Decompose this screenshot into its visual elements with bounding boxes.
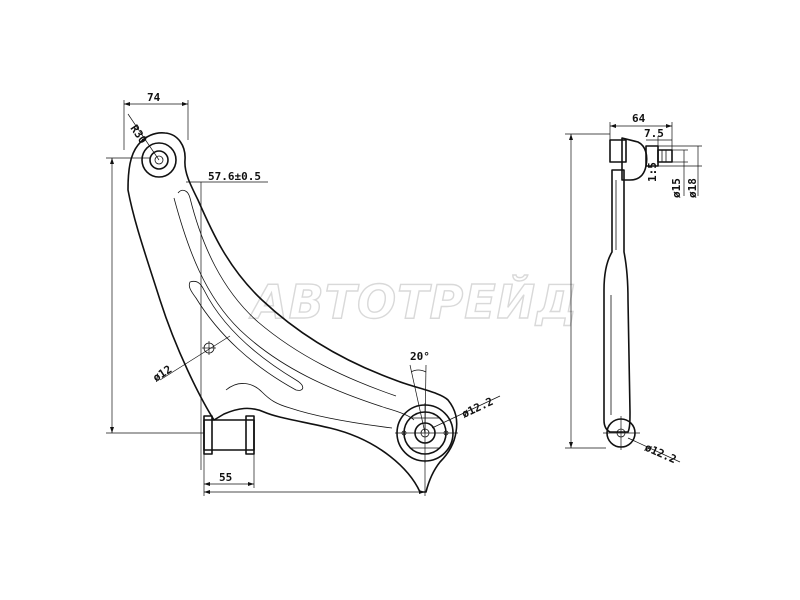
bottom-bushing-flange-right xyxy=(245,415,255,455)
side-stud-thread xyxy=(657,149,673,163)
dim-stud-dia-large: ø18 xyxy=(686,178,699,198)
dim-hole-dia: ø12 xyxy=(151,363,175,385)
bottom-bushing-flange-left xyxy=(203,415,213,455)
dim-balljoint-hole: ø12.2 xyxy=(460,395,496,421)
arm-rib-inner xyxy=(177,189,397,397)
side-arm-body xyxy=(603,169,631,433)
dim-side-hole: ø12.2 xyxy=(643,441,679,466)
dim-side-width: 64 xyxy=(632,112,646,125)
dim-stud-dia-small: ø15 xyxy=(670,178,683,198)
top-bushing-hole xyxy=(154,155,164,165)
svg-text:1:5: 1:5 xyxy=(646,162,659,182)
dim-bottom-width: 55 xyxy=(219,471,232,484)
arm-slot xyxy=(188,280,304,391)
dim-bushing-radius: R30 xyxy=(128,122,150,146)
watermark-text: АВТОТРЕЙД xyxy=(249,275,578,329)
dim-angle: 20° xyxy=(410,350,430,363)
dim-stud-length: 7.5 xyxy=(644,127,664,140)
front-view: 74 R30 57.6±0.5 ø12 20° ø12.2 55 xyxy=(106,91,501,496)
arm-rib xyxy=(173,197,415,421)
side-balljoint-base xyxy=(609,139,627,163)
arm-outline xyxy=(127,132,458,493)
dim-top-width: 74 xyxy=(147,91,161,104)
dim-offset: 57.6±0.5 xyxy=(208,170,261,183)
top-bushing-ring xyxy=(149,150,169,170)
arm-flange xyxy=(225,383,393,429)
top-bushing-boss xyxy=(141,142,177,178)
side-view: 64 7.5 1:5 ø15 ø18 ø12.2 xyxy=(565,112,702,466)
